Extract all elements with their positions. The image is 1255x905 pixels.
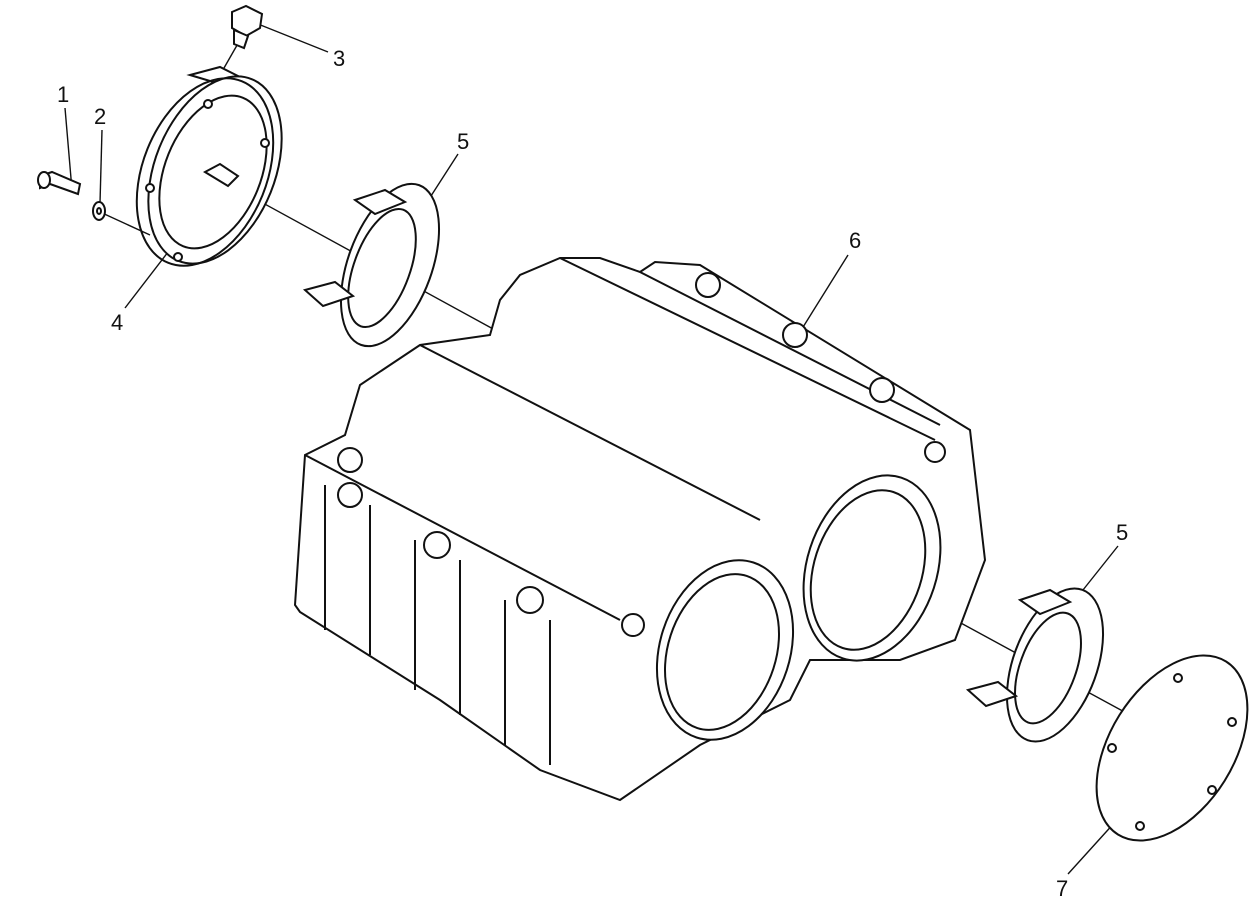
part-4-end-cover — [135, 65, 283, 267]
part-7-cover-plate — [1095, 654, 1249, 842]
callout-3: 3 — [333, 46, 346, 71]
part-6-housing — [293, 257, 987, 802]
callout-5-left: 5 — [457, 129, 470, 154]
callout-6: 6 — [849, 228, 862, 253]
callout-7: 7 — [1056, 876, 1069, 901]
part-2-washer — [92, 201, 106, 221]
callout-1: 1 — [57, 82, 70, 107]
part-5-bearing-left — [302, 182, 441, 348]
part-5-bearing-right — [965, 587, 1105, 743]
part-1-bolt — [37, 170, 82, 196]
callout-2: 2 — [94, 104, 107, 129]
callout-5-right: 5 — [1116, 520, 1129, 545]
part-3-plug — [231, 4, 264, 50]
callout-4: 4 — [111, 310, 124, 335]
